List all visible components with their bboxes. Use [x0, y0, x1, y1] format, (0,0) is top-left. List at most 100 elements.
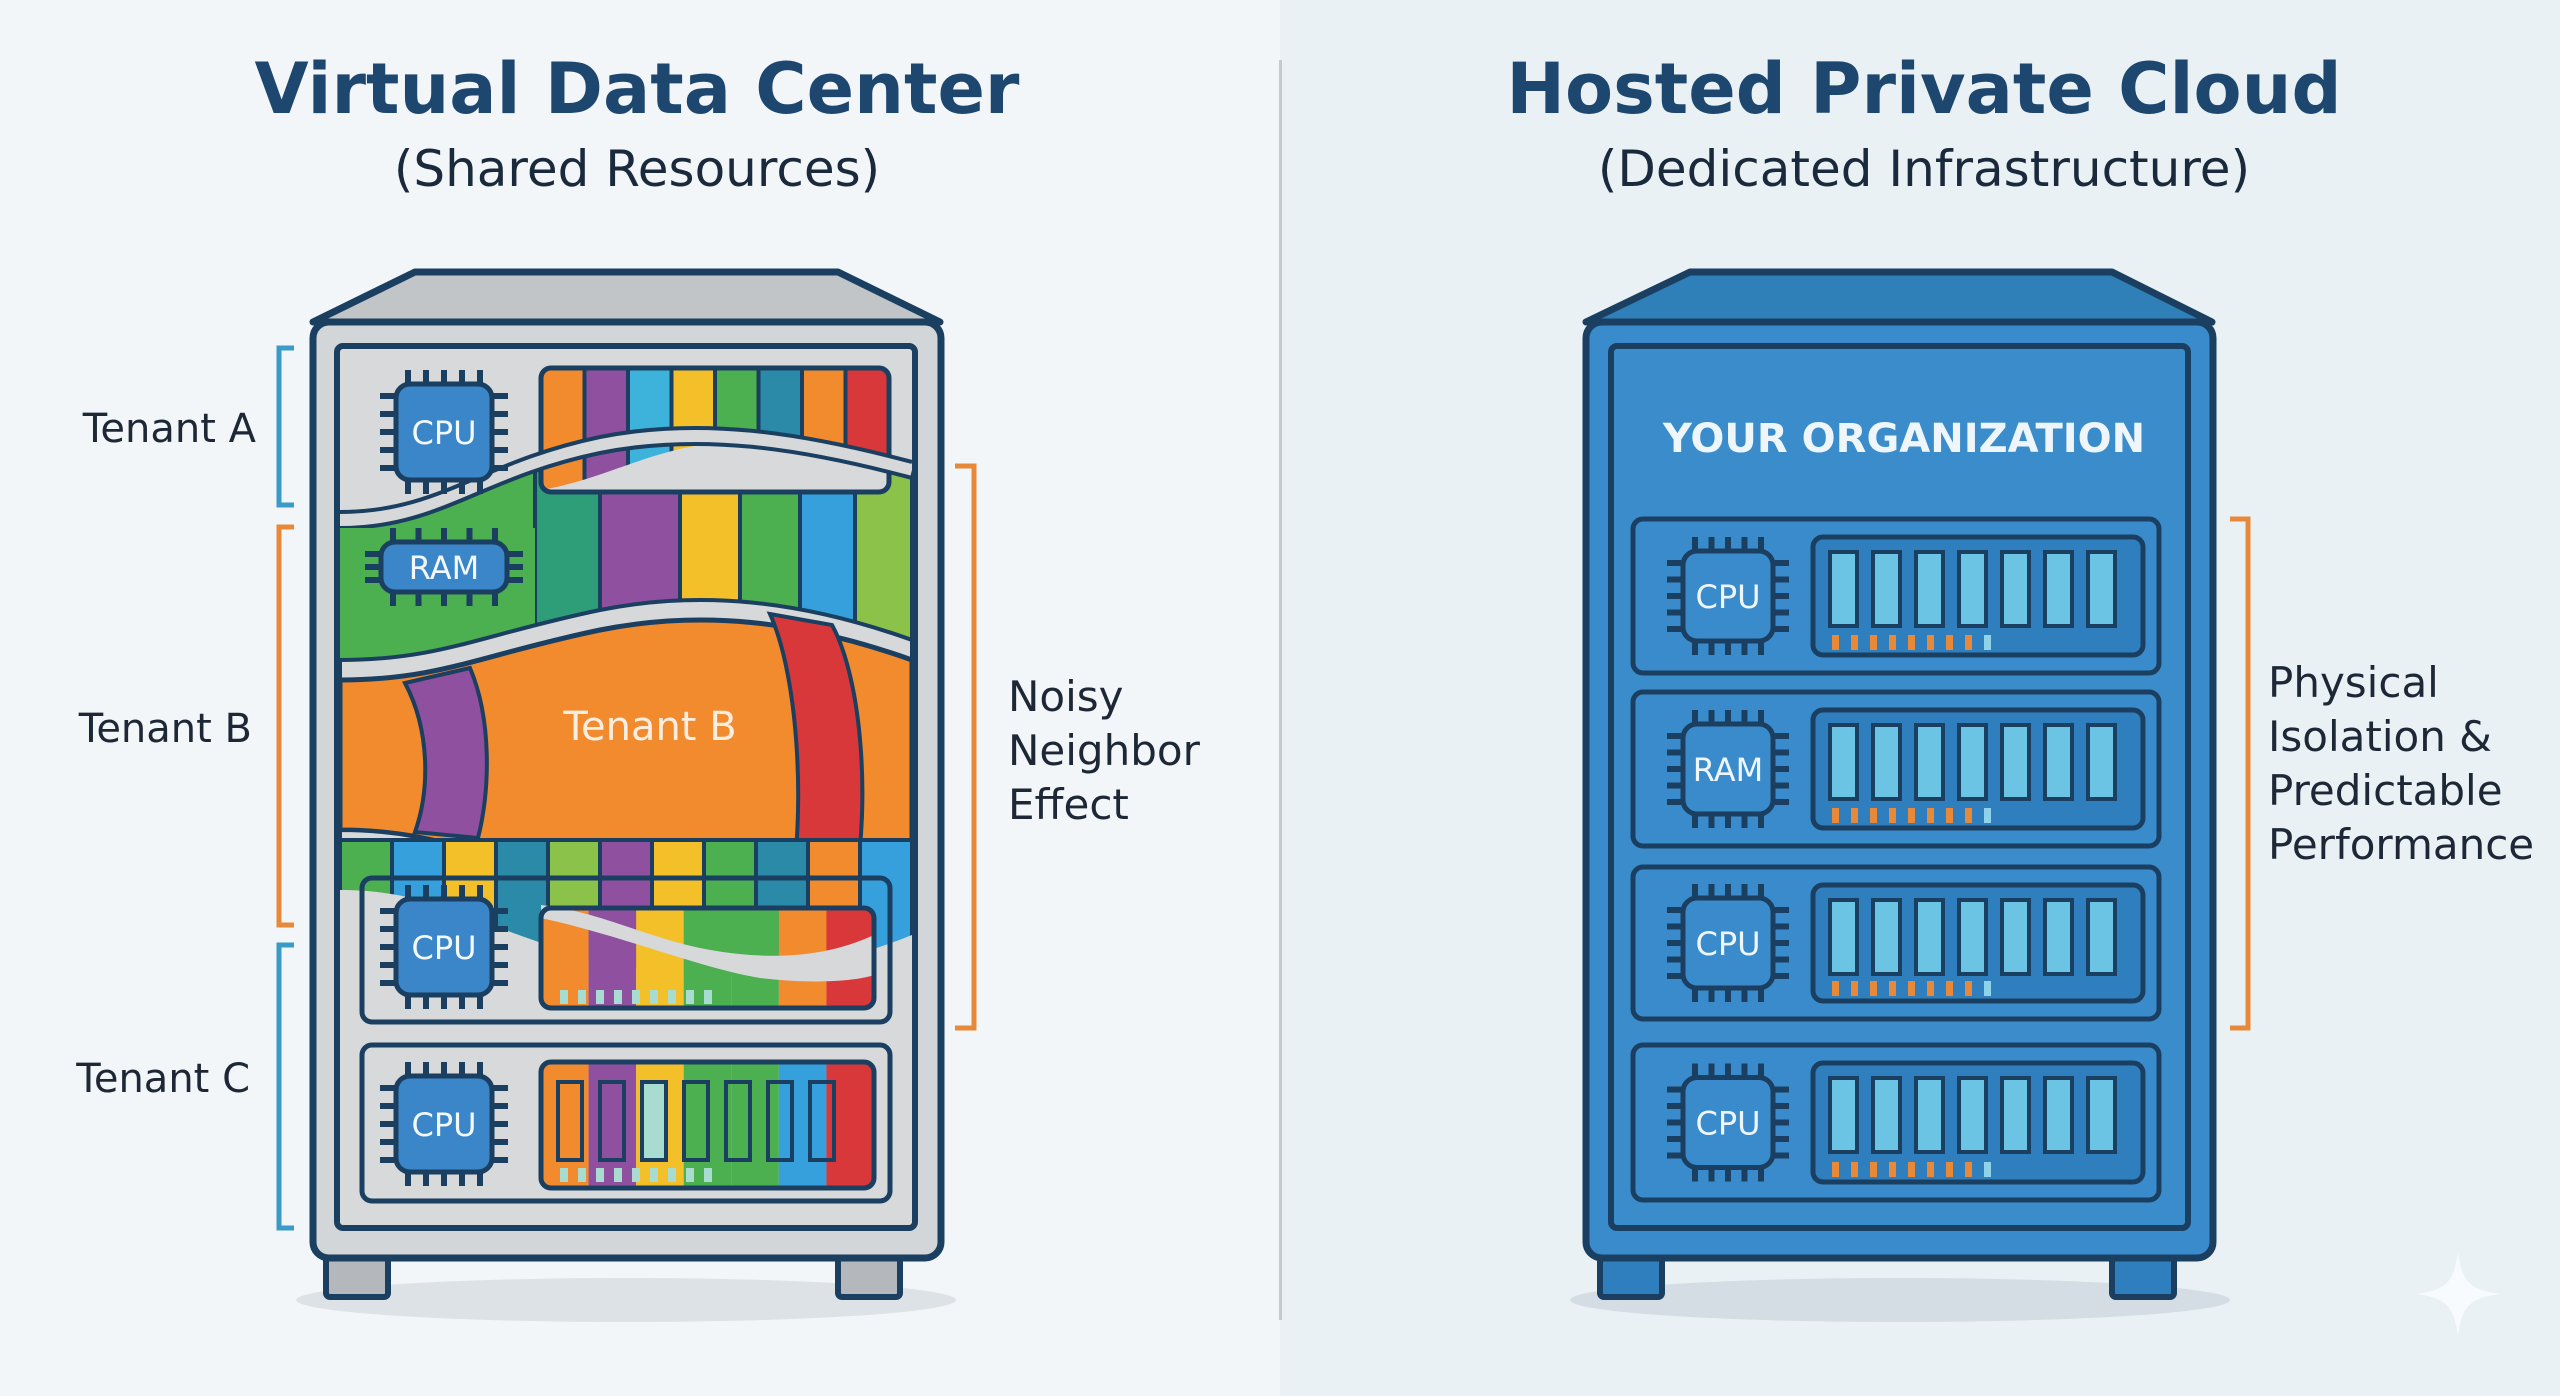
drive-bay [1957, 898, 1988, 976]
left-subtitle: (Shared Resources) [393, 140, 881, 198]
status-led [686, 990, 694, 1004]
drive-bay [2043, 898, 2074, 976]
callout-line: Noisy [1008, 672, 1124, 721]
shared-server: CPU RAM CPU CPU [296, 268, 956, 1322]
cpu-chip-icon: CPU [380, 370, 508, 494]
organization-banner: YOUR ORGANIZATION [1662, 416, 2145, 462]
status-led [686, 1168, 694, 1182]
drive-bay [2086, 898, 2117, 976]
status-led [578, 990, 586, 1004]
status-led [1870, 635, 1877, 650]
drive-bay [2000, 1076, 2031, 1154]
status-led [1908, 808, 1915, 823]
status-led [1851, 1162, 1858, 1177]
drive-bay [640, 1080, 668, 1162]
status-led [704, 1168, 712, 1182]
status-led [1965, 808, 1972, 823]
tenant-a-bracket [276, 345, 294, 508]
ram-chip-icon: RAM [365, 528, 523, 606]
cpu-chip-icon: CPU [1667, 537, 1789, 655]
status-led [1832, 808, 1839, 823]
drive-bay [1871, 898, 1902, 976]
drive-bay [598, 1080, 626, 1162]
drive-bay [1914, 898, 1945, 976]
drive-bay [2043, 1076, 2074, 1154]
chip-label: CPU [411, 929, 476, 967]
drive-bay [1871, 550, 1902, 628]
tenant-color-bar [636, 908, 684, 1008]
drive-bay [1914, 550, 1945, 628]
drive-bay [556, 1080, 584, 1162]
noisy-neighbor-bracket [955, 463, 977, 1031]
callout-line: Neighbor [1008, 726, 1200, 775]
status-led [1851, 981, 1858, 996]
status-led [1984, 635, 1991, 650]
drive-bay [1957, 550, 1988, 628]
dedicated-server: CPU RAM CPU CPU [1570, 268, 2230, 1322]
status-led [1927, 1162, 1934, 1177]
cpu-chip-icon: CPU [1667, 884, 1789, 1002]
status-led [1965, 981, 1972, 996]
right-server-shadow [1570, 1278, 2230, 1322]
callout-line: Predictable [2268, 766, 2503, 815]
drive-bay [1957, 1076, 1988, 1154]
dedicated-slot: CPU [1630, 516, 2162, 676]
status-led [1870, 1162, 1877, 1177]
chip-label: CPU [1695, 578, 1760, 616]
drive-bay [1871, 1076, 1902, 1154]
tenant-b-label: Tenant B [78, 706, 252, 752]
status-led [1870, 981, 1877, 996]
status-led [1927, 635, 1934, 650]
chip-label: RAM [409, 549, 479, 587]
chip-label: RAM [1693, 751, 1763, 789]
tenant-stripe [402, 665, 489, 841]
status-led [704, 990, 712, 1004]
drive-bay [2086, 723, 2117, 801]
status-led [1984, 1162, 1991, 1177]
drive-bay [1828, 723, 1859, 801]
drive-bay [808, 1080, 836, 1162]
drive-bay [2043, 723, 2074, 801]
drive-bay [1828, 1076, 1859, 1154]
status-led [650, 1168, 658, 1182]
status-led [1832, 981, 1839, 996]
status-led [1870, 808, 1877, 823]
isolation-bracket [2230, 516, 2251, 1031]
status-led [1832, 1162, 1839, 1177]
status-led [560, 1168, 568, 1182]
left-server-top [309, 268, 944, 326]
status-led [1927, 981, 1934, 996]
chip-label: CPU [411, 414, 476, 452]
callout-line: Isolation & [2268, 712, 2492, 761]
tenant-a-label: Tenant A [82, 406, 256, 452]
status-led [632, 990, 640, 1004]
cpu-chip-icon: CPU [1667, 1063, 1789, 1182]
drive-bay [724, 1080, 752, 1162]
chip-label: CPU [1695, 1105, 1760, 1143]
status-led [1889, 808, 1896, 823]
drive-bay [1828, 898, 1859, 976]
drive-bay [1871, 723, 1902, 801]
status-led [1946, 981, 1953, 996]
drive-bay [2000, 723, 2031, 801]
tenant-c-bracket [276, 942, 294, 1231]
drive-bay [1914, 1076, 1945, 1154]
right-subtitle: (Dedicated Infrastructure) [1597, 140, 2251, 198]
status-led [596, 1168, 604, 1182]
cpu-chip-icon: CPU [380, 1062, 508, 1186]
drive-bay [2086, 550, 2117, 628]
status-led [614, 1168, 622, 1182]
tenant-c-label: Tenant C [76, 1056, 250, 1102]
left-slot [359, 875, 893, 1025]
right-server-top [1582, 268, 2216, 326]
callout-line: Physical [2268, 658, 2439, 707]
status-led [1984, 808, 1991, 823]
chip-label: CPU [411, 1106, 476, 1144]
status-led [632, 1168, 640, 1182]
chip-label: CPU [1695, 925, 1760, 963]
status-led [1984, 981, 1991, 996]
callout-line: Effect [1008, 780, 1129, 829]
tenant-b-bracket [276, 524, 294, 928]
